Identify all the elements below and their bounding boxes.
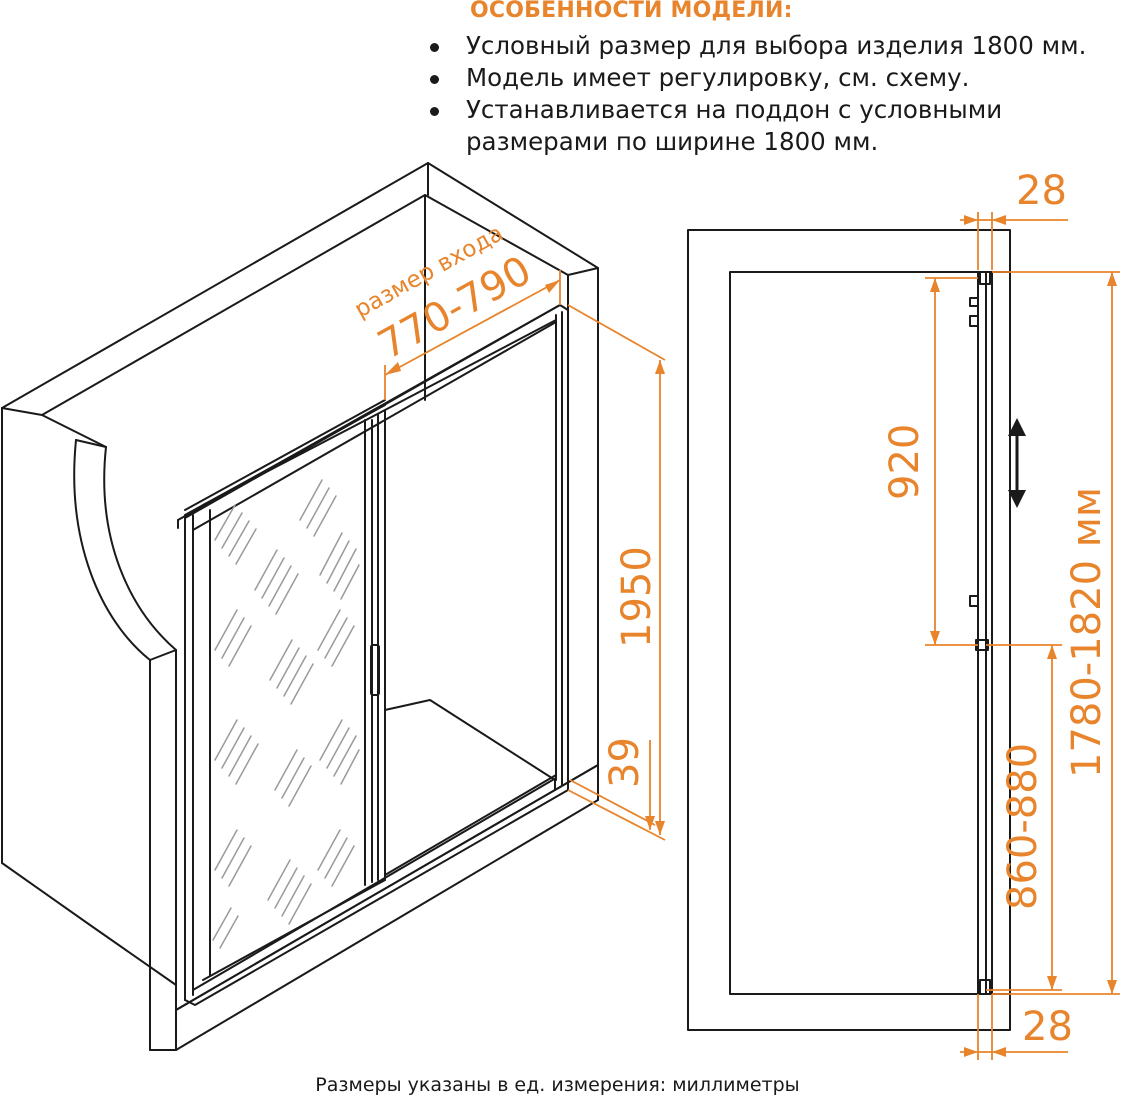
bottom-gap-value: 39	[602, 737, 648, 788]
height-value: 1950	[614, 546, 660, 648]
lower-height-value: 860-880	[1000, 743, 1046, 910]
feature-item: Устанавливается на поддон с условными ра…	[428, 94, 1066, 158]
glass-pattern	[212, 479, 360, 949]
elevation-view	[687, 229, 1026, 1031]
wall-outer	[687, 229, 1011, 1031]
features-block: ОСОБЕННОСТИ МОДЕЛИ: Условный размер для …	[0, 0, 1121, 160]
door-frame	[177, 304, 569, 1006]
features-title: ОСОБЕННОСТИ МОДЕЛИ:	[470, 0, 793, 23]
adjust-height-value: 920	[882, 424, 928, 500]
bottom-profile-value: 28	[1022, 1004, 1073, 1050]
wall-top-outline	[1, 162, 599, 741]
left-wall-outline	[1, 407, 177, 986]
isometric-view	[1, 162, 599, 1051]
door-handle	[370, 644, 380, 696]
total-range-value: 1780-1820 мм	[1064, 487, 1110, 778]
sliding-door-panel	[202, 409, 386, 981]
top-profile-value: 28	[1016, 168, 1067, 214]
wall-inner	[729, 271, 979, 995]
footnote: Размеры указаны в ед. измерения: миллиме…	[315, 1074, 800, 1096]
feature-item: Условный размер для выбора изделия 1800 …	[428, 30, 1086, 62]
inner-tray	[384, 699, 556, 791]
top-fitting	[979, 271, 991, 285]
bottom-fitting	[979, 979, 991, 995]
features-list: Условный размер для выбора изделия 1800 …	[428, 30, 1086, 158]
feature-item: Модель имеет регулировку, см. схему.	[428, 62, 1086, 94]
base-plinth	[175, 764, 599, 1051]
